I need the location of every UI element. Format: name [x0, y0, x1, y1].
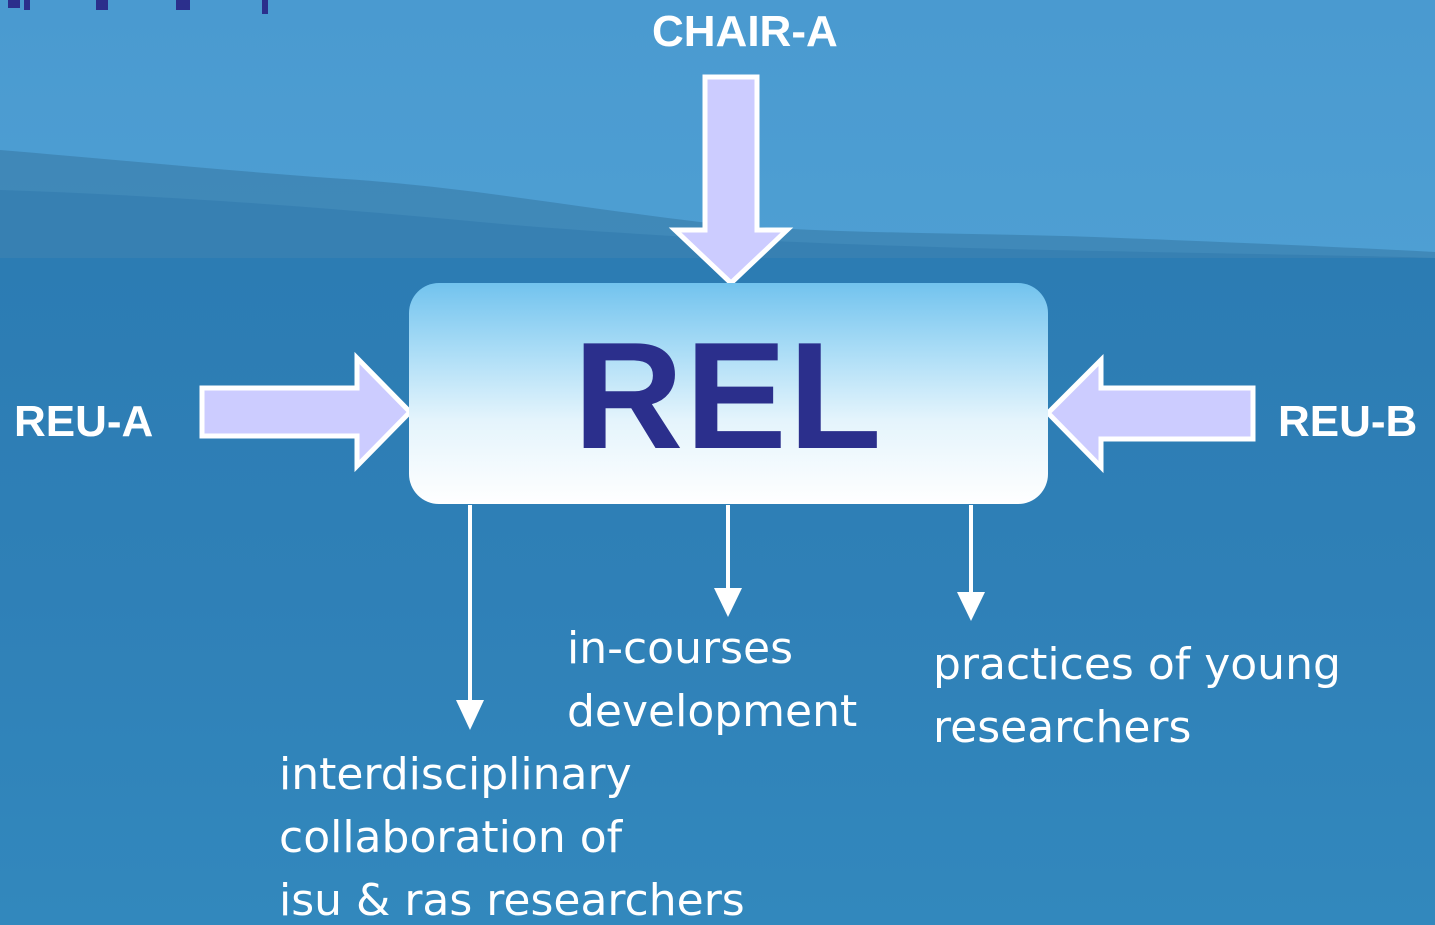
- output-left-text: interdisciplinary collaboration of isu &…: [279, 743, 745, 925]
- center-node-title: REL: [573, 310, 884, 481]
- arrow-to-center-output: [714, 505, 742, 617]
- logo-fragment-icon: [8, 0, 268, 14]
- arrow-from-right: [1044, 353, 1256, 474]
- output-right-line: practices of young: [933, 639, 1341, 690]
- output-left-line: collaboration of: [279, 812, 623, 863]
- center-node: REL: [409, 283, 1048, 504]
- arrow-from-top: [668, 74, 794, 287]
- input-label-left: REU-A: [14, 397, 154, 446]
- output-left-line: interdisciplinary: [279, 749, 632, 800]
- arrow-to-left-output: [456, 505, 484, 730]
- output-center-line: development: [567, 686, 858, 737]
- input-label-top: CHAIR-A: [652, 7, 838, 56]
- input-label-right: REU-B: [1278, 397, 1418, 446]
- arrow-to-right-output: [957, 505, 985, 621]
- output-right-text: practices of young researchers: [933, 633, 1341, 759]
- output-center-line: in-courses: [567, 623, 793, 674]
- output-center-text: in-courses development: [567, 617, 857, 743]
- arrow-from-left: [199, 351, 414, 473]
- output-left-line: isu & ras researchers: [279, 875, 745, 925]
- output-right-line: researchers: [933, 702, 1192, 753]
